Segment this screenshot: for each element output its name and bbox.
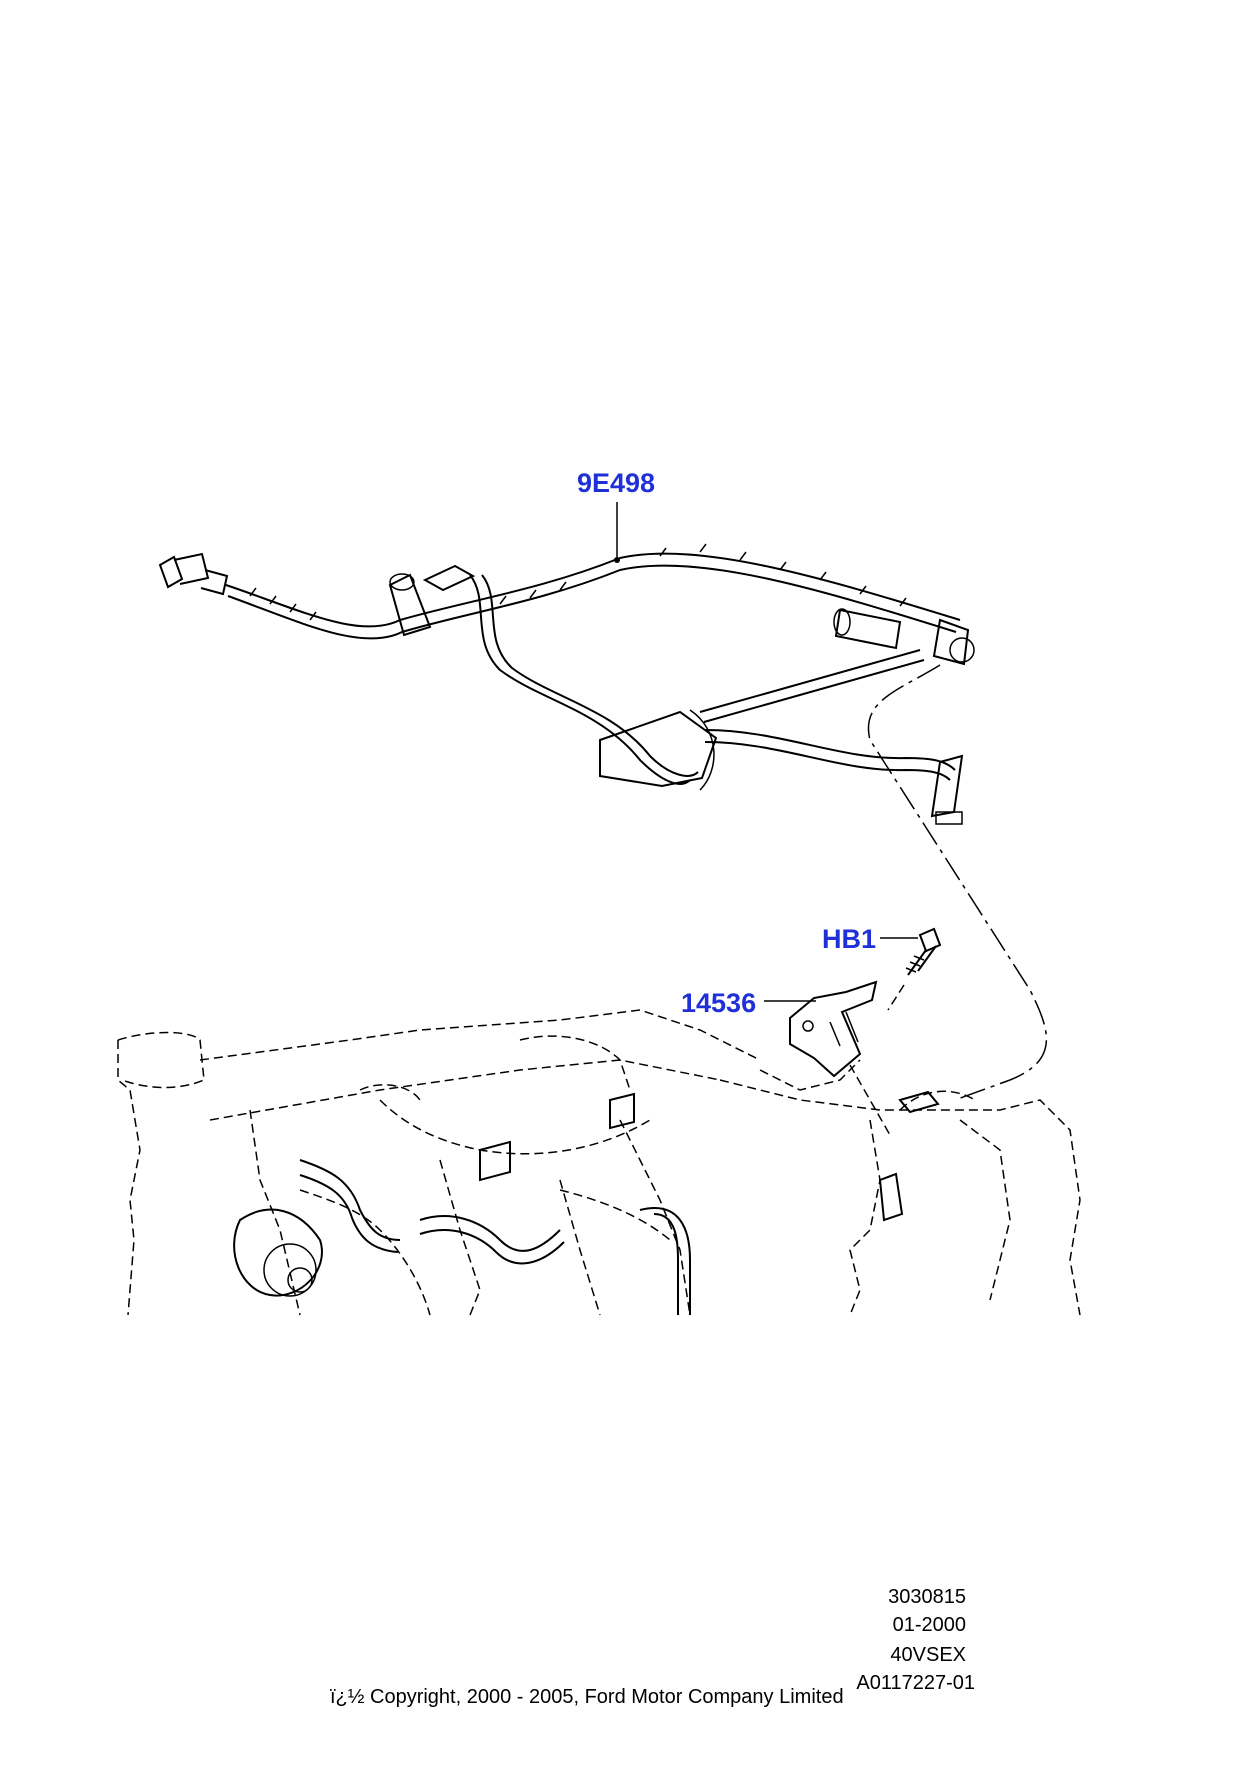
callout-harness-label: 9E498 <box>577 468 655 498</box>
bolt-hb1 <box>887 927 942 1011</box>
callout-bracket-label: 14536 <box>681 988 756 1018</box>
assembly-path-line <box>867 664 1047 1101</box>
bracket-14536 <box>789 980 891 1136</box>
reference-line-3: 40VSEX <box>890 1644 966 1666</box>
leader-dot-harness <box>614 557 620 563</box>
engine-outline <box>117 1009 1081 1316</box>
reference-line-1: 3030815 <box>888 1586 966 1608</box>
callout-bolt-label: HB1 <box>822 924 876 954</box>
copyright-notice: ï¿½ Copyright, 2000 - 2005, Ford Motor C… <box>330 1686 844 1708</box>
reference-line-4: A0117227-01 <box>856 1672 975 1694</box>
reference-line-2: 01-2000 <box>892 1614 966 1636</box>
ignition-wire-harness <box>158 543 975 825</box>
